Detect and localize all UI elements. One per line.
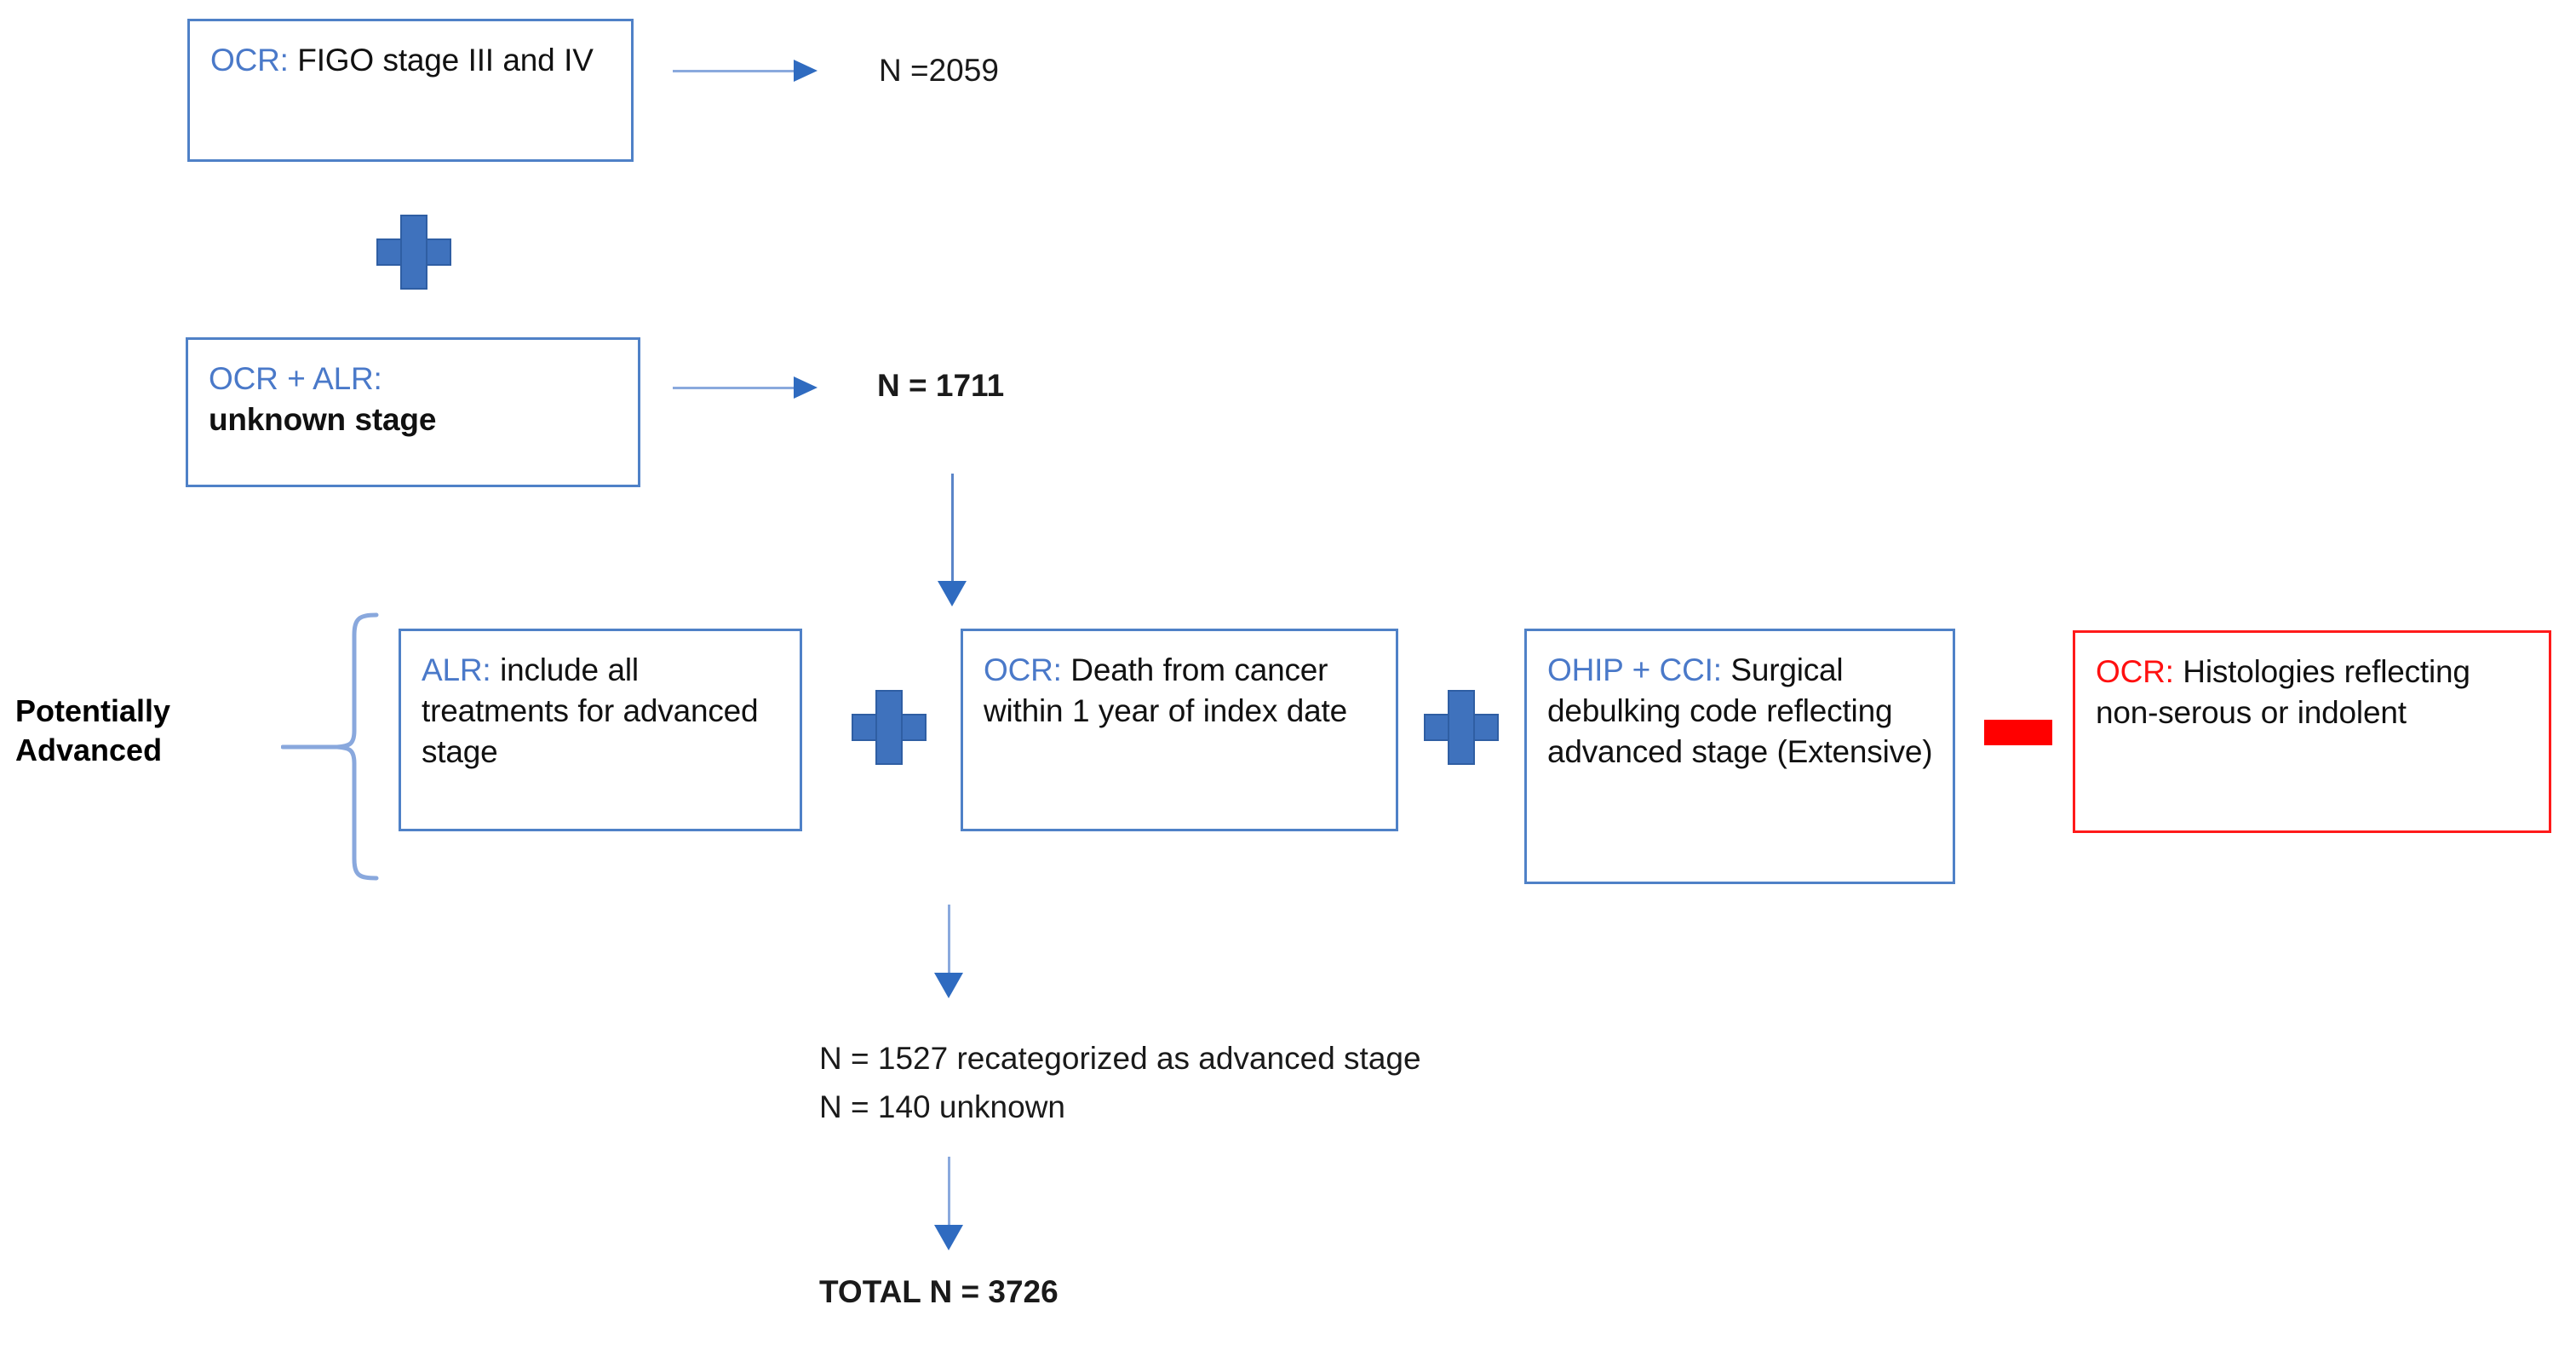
node-alr-treatments-body: include all treatments for advanced stag…	[422, 652, 759, 770]
label-potentially-advanced: Potentially Advanced	[15, 693, 171, 768]
arrow-head	[938, 581, 967, 606]
node-ocr-death-body: Death from cancer within 1 year of index…	[984, 652, 1347, 729]
node-ohip-cci[interactable]: OHIP + CCI: Surgical debulking code refl…	[1524, 629, 1955, 884]
plus-icon-2	[852, 690, 927, 765]
plus-bar-vertical	[1448, 690, 1475, 765]
source-label-ocr: OCR	[984, 652, 1053, 687]
node-unknown-stage-text: OCR + ALR: unknown stage	[209, 359, 436, 440]
node-ocr-death[interactable]: OCR: Death from cancer within 1 year of …	[961, 629, 1398, 831]
source-label-alr: ALR	[422, 652, 483, 687]
source-label-ocr-red: OCR	[2096, 654, 2166, 689]
source-separator: :	[279, 43, 289, 78]
node-ocr-histologies-body: Histologies reflecting non-serous or ind…	[2096, 654, 2470, 731]
source-label-ocr: OCR	[210, 43, 280, 78]
node-ohip-cci-body: Surgical debulking code reflecting advan…	[1547, 652, 1933, 770]
source-separator: :	[1053, 652, 1062, 687]
plus-icon-1	[376, 215, 451, 290]
node-ocr-histologies-text: OCR: Histologies reflecting non-serous o…	[2096, 652, 2532, 733]
arrow-middle-down	[933, 905, 964, 998]
count-figo: N =2059	[879, 53, 999, 88]
arrow-total-down	[933, 1157, 964, 1250]
node-alr-treatments[interactable]: ALR: include all treatments for advanced…	[399, 629, 802, 831]
source-separator: :	[482, 652, 491, 687]
source-separator: :	[2165, 654, 2174, 689]
node-unknown-stage[interactable]: OCR + ALR: unknown stage	[186, 337, 640, 487]
source-separator: :	[373, 361, 382, 396]
arrow-figo-to-count	[673, 58, 818, 83]
source-separator: :	[1713, 652, 1722, 687]
arrow-shaft	[947, 1157, 950, 1228]
node-unknown-stage-body: unknown stage	[209, 402, 437, 438]
node-figo-stage[interactable]: OCR: FIGO stage III and IV	[187, 19, 634, 162]
minus-icon-1	[1984, 720, 2052, 745]
plus-bar-vertical	[400, 215, 427, 290]
node-figo-stage-text: OCR: FIGO stage III and IV	[210, 40, 594, 81]
arrow-head	[934, 1225, 963, 1250]
plus-bar-vertical	[875, 690, 903, 765]
arrow-unknown-to-count	[673, 375, 818, 400]
arrow-head	[934, 973, 963, 998]
count-total: TOTAL N = 3726	[819, 1274, 1059, 1309]
arrow-shaft	[673, 386, 795, 389]
node-ohip-cci-text: OHIP + CCI: Surgical debulking code refl…	[1547, 650, 1936, 773]
count-recategorized: N = 1527 recategorized as advanced stage	[819, 1041, 1421, 1076]
arrow-shaft	[947, 905, 950, 976]
arrow-head	[794, 376, 818, 399]
source-label-ocr-alr: OCR + ALR	[209, 361, 374, 396]
arrow-shaft	[950, 474, 954, 584]
node-alr-treatments-text: ALR: include all treatments for advanced…	[422, 650, 783, 773]
curly-brace	[281, 610, 383, 882]
arrow-head	[794, 60, 818, 82]
count-unknown: N = 1711	[877, 368, 1005, 403]
arrow-unknown-down	[937, 474, 967, 606]
node-ocr-death-text: OCR: Death from cancer within 1 year of …	[984, 650, 1379, 732]
arrow-shaft	[673, 69, 795, 72]
count-unknown-remaining: N = 140 unknown	[819, 1089, 1066, 1124]
source-label-ohip-cci: OHIP + CCI	[1547, 652, 1713, 687]
node-figo-stage-body: FIGO stage III and IV	[288, 43, 594, 78]
plus-icon-3	[1424, 690, 1499, 765]
node-ocr-histologies[interactable]: OCR: Histologies reflecting non-serous o…	[2073, 630, 2551, 833]
